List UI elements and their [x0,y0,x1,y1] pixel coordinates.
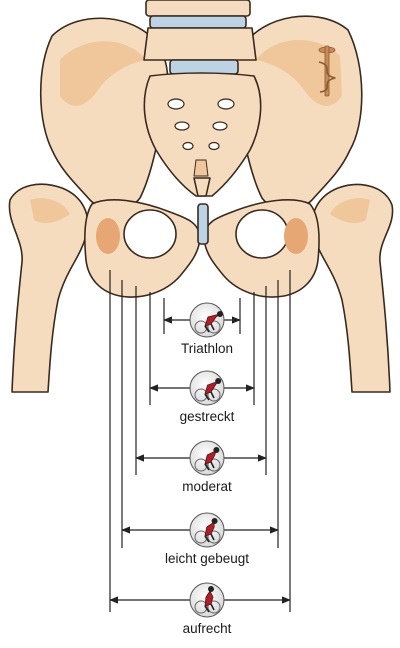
cyclist-icon [190,513,224,547]
vertebra-middle [144,28,256,60]
position-label: aufrecht [183,621,232,636]
position-row: leicht gebeugt [122,513,278,566]
cyclist-icon [190,441,224,475]
position-row: Triathlon [164,303,240,356]
disc-lower [170,60,238,74]
position-label: Triathlon [181,341,233,356]
cyclist-icon [190,303,224,337]
cyclist-icon [190,583,224,617]
position-row: gestreckt [150,371,254,424]
saddle-position-rows: Triathlon gestreckt moderat leicht gebeugt a… [110,303,290,636]
position-row: moderat [136,441,266,494]
position-row: aufrecht [110,583,290,636]
left-obturator [124,210,176,258]
position-label: leicht gebeugt [165,551,249,566]
vertebra-upper [146,0,250,16]
disc-upper [150,16,246,28]
right-obturator [236,210,288,258]
position-label: moderat [182,479,232,494]
pubic-symphysis [198,204,208,244]
cyclist-icon [190,371,224,405]
position-label: gestreckt [180,409,235,424]
